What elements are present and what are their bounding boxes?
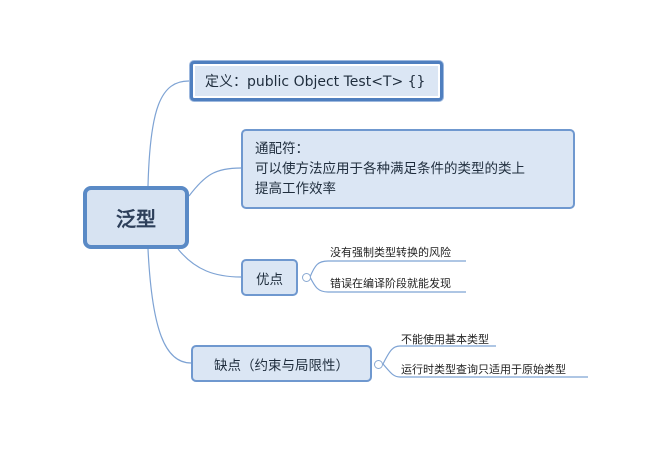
link-advantages-item-1	[309, 260, 466, 278]
link-root-wildcard	[188, 167, 242, 197]
link-disadvantages-item-1	[382, 345, 496, 365]
advantages-item-2[interactable]: 错误在编译阶段就能发现	[330, 277, 451, 290]
wildcard-title: 通配符：	[255, 141, 309, 157]
disadvantages-item-1[interactable]: 不能使用基本类型	[401, 333, 489, 346]
link-disadvantages-item-2	[382, 363, 588, 378]
link-root-advantages	[177, 248, 242, 278]
root-label: 泛型	[116, 207, 156, 231]
wildcard-node[interactable]: 通配符： 可以使方法应用于各种满足条件的类型的类上 提高工作效率	[241, 129, 575, 209]
advantages-node[interactable]: 优点	[241, 259, 298, 296]
link-advantages-item-2	[309, 276, 466, 293]
wildcard-line-2: 提高工作效率	[255, 181, 336, 197]
disadvantages-node[interactable]: 缺点（约束与局限性）	[191, 345, 372, 382]
disadvantages-item-2[interactable]: 运行时类型查询只适用于原始类型	[401, 363, 566, 376]
link-root-disadvantages	[147, 248, 192, 364]
definition-node[interactable]: 定义：public Object Test<T> {}	[190, 61, 443, 101]
advantages-label: 优点	[256, 271, 283, 288]
wildcard-line-1: 可以使方法应用于各种满足条件的类型的类上	[255, 161, 525, 177]
advantages-collapse-toggle[interactable]	[302, 273, 311, 282]
definition-label: 定义：public Object Test<T> {}	[205, 74, 426, 90]
disadvantages-label: 缺点（约束与局限性）	[214, 357, 349, 374]
disadvantages-collapse-toggle[interactable]	[374, 360, 383, 369]
advantages-item-1[interactable]: 没有强制类型转换的风险	[330, 246, 451, 259]
link-root-definition	[147, 80, 191, 187]
root-node[interactable]: 泛型	[83, 186, 189, 249]
